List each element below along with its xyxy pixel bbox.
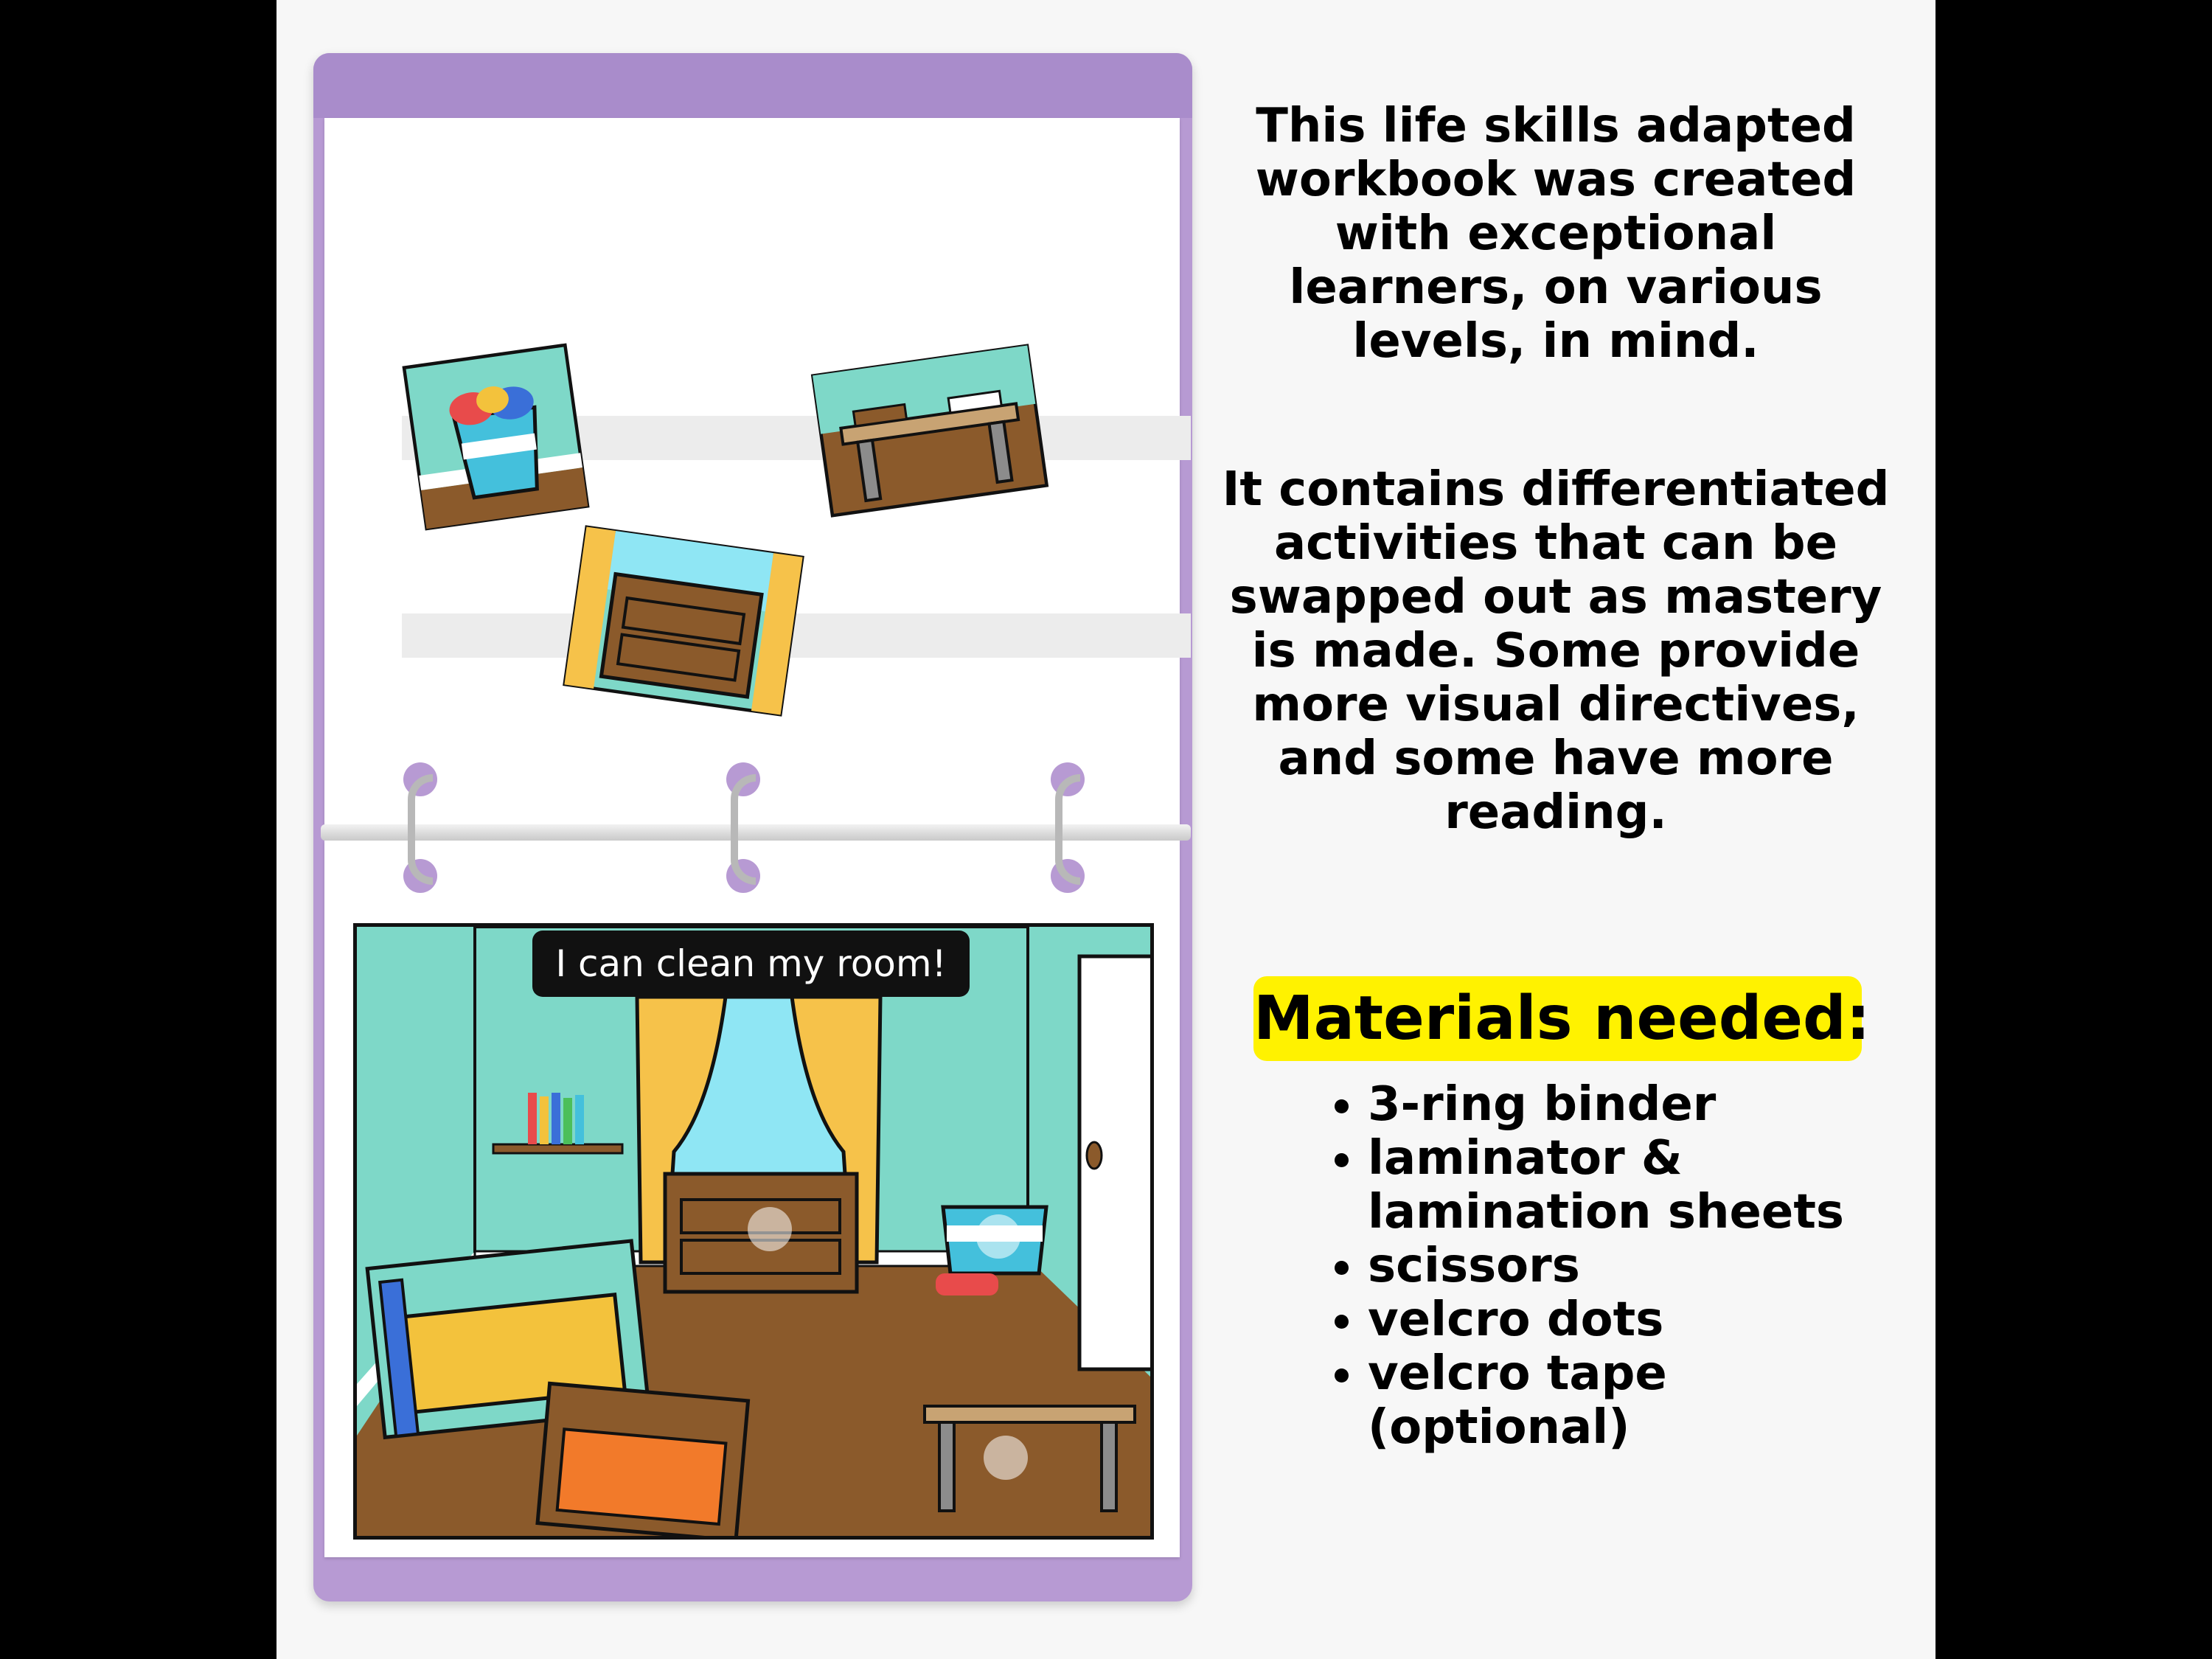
desk-card[interactable] [810, 344, 1049, 518]
dresser-card[interactable] [563, 525, 804, 717]
list-item: scissors [1368, 1239, 1884, 1293]
materials-title: Materials needed: [1253, 976, 1871, 1061]
binder-ring [1055, 774, 1080, 885]
bedroom-illustration [357, 927, 1150, 1536]
materials-list: 3-ring binder laminator & lamination she… [1327, 1078, 1884, 1455]
velcro-strip [402, 613, 1191, 658]
intro-paragraph-2: It contains differentiated activities th… [1222, 462, 1890, 840]
binder-ring [408, 774, 433, 885]
binder-top-page [324, 118, 1191, 830]
scene-caption: I can clean my room! [532, 931, 970, 997]
binder-ring [731, 774, 756, 885]
list-item: laminator & lamination sheets [1368, 1132, 1884, 1239]
list-item: 3-ring binder [1368, 1078, 1884, 1132]
list-item: velcro tape (optional) [1368, 1347, 1884, 1455]
list-item: velcro dots [1368, 1293, 1884, 1347]
product-sheet: I can clean my room! This life skills ad… [276, 0, 1935, 1659]
intro-paragraph-1: This life skills adapted workbook was cr… [1255, 99, 1857, 369]
binder-spine-shade [313, 53, 1192, 118]
binder-ring-bar [321, 824, 1191, 841]
bedroom-scene [353, 923, 1154, 1540]
laundry-basket-card[interactable] [402, 343, 590, 531]
